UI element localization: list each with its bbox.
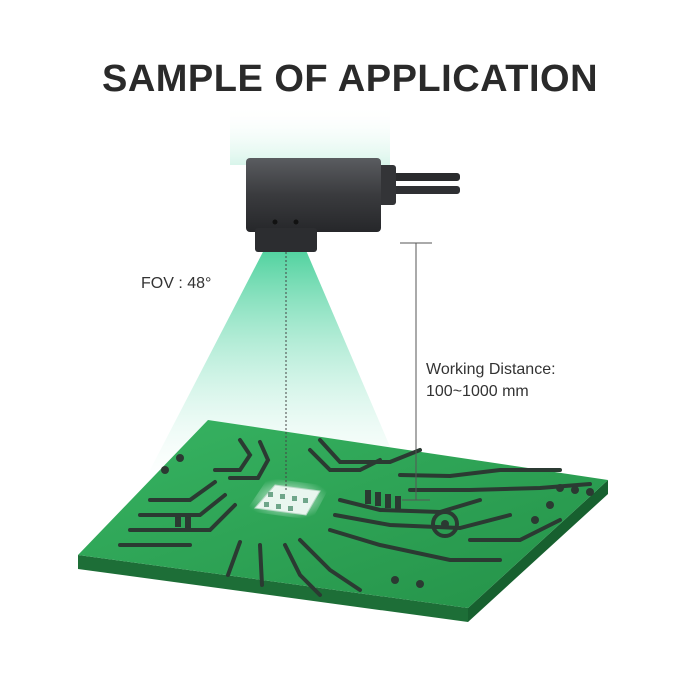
pcb-board (78, 420, 608, 622)
camera-body (246, 158, 381, 232)
working-distance-label-line1: Working Distance: (426, 361, 556, 378)
pcb-board-edge-right (468, 480, 608, 622)
camera-indicator-left (272, 219, 278, 225)
pcb-board-edge (78, 555, 468, 622)
working-distance-label: Working Distance: 100~1000 mm (426, 359, 556, 403)
camera-lens-housing (255, 228, 317, 252)
camera-cable-top (380, 173, 460, 181)
fov-label: FOV : 48° (141, 275, 212, 292)
fov-light-beam (150, 248, 400, 470)
camera-cable-bottom (380, 186, 460, 194)
pcb-target-ring (431, 510, 459, 538)
working-distance-dimension (400, 242, 432, 501)
pcb-pads (161, 454, 594, 588)
camera-glow (230, 105, 390, 165)
inspected-chip-pattern (264, 492, 308, 511)
camera-connector (378, 165, 396, 205)
industrial-camera (246, 158, 460, 252)
pcb-traces (118, 438, 592, 597)
working-distance-label-line2: 100~1000 mm (426, 383, 529, 400)
page-title: SAMPLE OF APPLICATION (101, 58, 599, 100)
camera-indicator-right (293, 219, 299, 225)
pcb-target-center (441, 520, 449, 528)
